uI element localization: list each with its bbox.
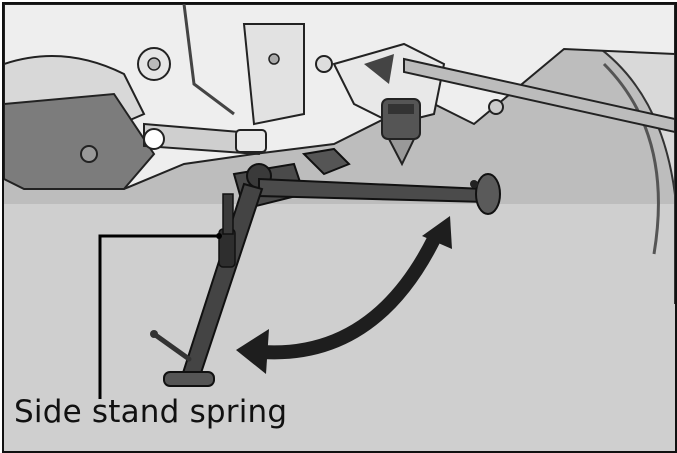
side-stand-switch — [381, 98, 421, 167]
gear-shift-linkage — [143, 122, 267, 156]
callout-leader-line — [98, 234, 219, 399]
side-stand-extended — [150, 182, 264, 387]
rear-wheel — [590, 43, 675, 304]
swing-range-icon — [236, 216, 452, 374]
motorcycle-side-stand-illustration — [4, 4, 675, 451]
callout-label: Side stand spring — [14, 394, 288, 430]
